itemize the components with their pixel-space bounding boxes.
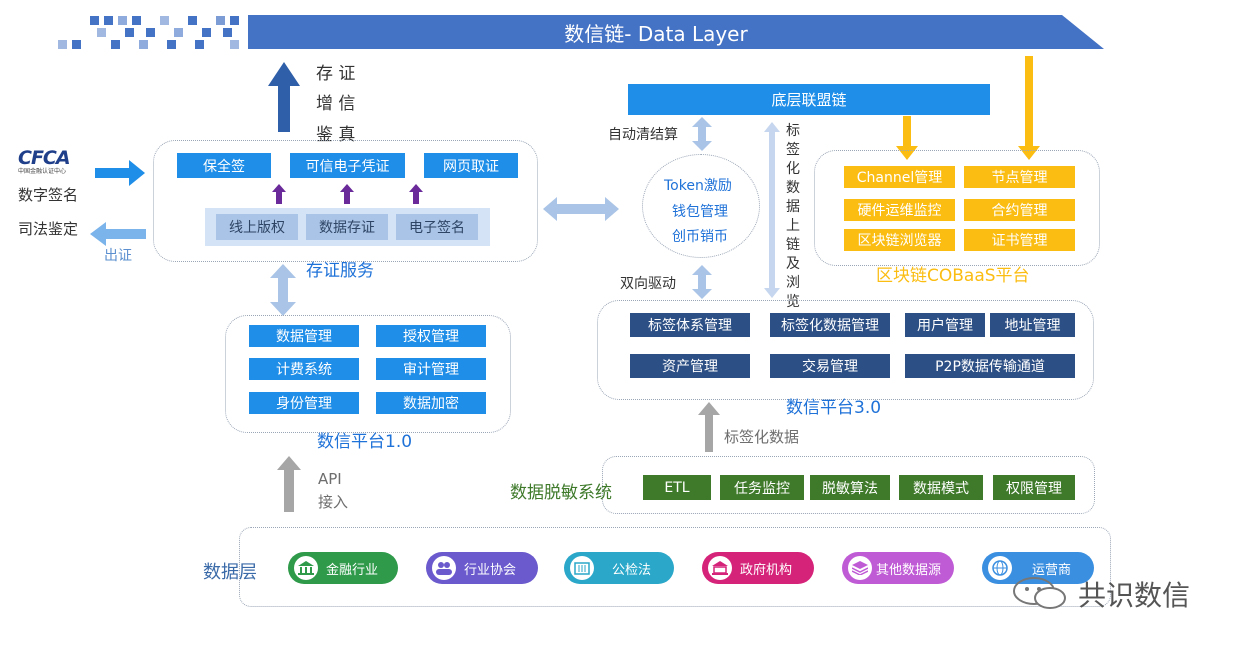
vertical-double-arrow-icon	[692, 117, 712, 151]
cobaas-item-contract: 合约管理	[964, 199, 1075, 221]
down-arrow-icon	[1018, 56, 1040, 160]
cunzheng-item-web-evidence: 网页取证	[424, 153, 518, 178]
banner-title: 数信链- Data Layer	[564, 21, 748, 46]
label-cunzheng: 存 证	[316, 64, 356, 84]
up-arrow-icon	[277, 456, 301, 512]
right-arrow-icon	[95, 160, 145, 186]
cobaas-item-hardware: 硬件运维监控	[844, 199, 955, 221]
issue-label: 出证	[104, 248, 132, 264]
token-circle	[642, 154, 760, 258]
desens-item-data-mode: 数据模式	[899, 475, 983, 500]
horizontal-double-arrow-icon	[543, 197, 619, 221]
platform3-item-asset: 资产管理	[630, 354, 750, 378]
cunzheng-item-data-evidence: 数据存证	[306, 214, 388, 240]
up-arrow-icon	[409, 184, 423, 204]
desens-item-permission: 权限管理	[993, 475, 1075, 500]
cunzheng-item-trusted-voucher: 可信电子凭证	[290, 153, 405, 178]
people-icon	[432, 556, 456, 580]
source-government: 政府机构	[702, 552, 814, 584]
source-label: 其他数据源	[876, 562, 942, 578]
source-label: 运营商	[1032, 562, 1072, 578]
up-arrow-icon	[698, 402, 720, 452]
source-label: 行业协会	[464, 562, 517, 578]
cunzheng-item-baoquanqian: 保全签	[177, 153, 271, 178]
platform3-item-trade: 交易管理	[770, 354, 890, 378]
desens-item-task-monitor: 任务监控	[720, 475, 804, 500]
cobaas-item-explorer: 区块链浏览器	[844, 229, 955, 251]
up-arrow-icon	[272, 184, 286, 204]
cunzheng-title: 存证服务	[306, 261, 374, 281]
cobaas-panel	[814, 150, 1100, 266]
layers-icon	[848, 556, 872, 580]
vertical-double-arrow-icon	[270, 264, 296, 316]
alliance-chain-bar: 底层联盟链	[628, 84, 990, 115]
tagged-data-label: 标签化数据	[724, 428, 800, 446]
source-label: 金融行业	[326, 562, 379, 578]
cunzheng-item-online-copyright: 线上版权	[216, 214, 298, 240]
watermark-text: 共识数信	[1078, 579, 1191, 612]
source-other: 其他数据源	[842, 552, 954, 584]
token-incentive-label: Token激励	[664, 178, 732, 194]
desensitization-title: 数据脱敏系统	[510, 483, 612, 503]
platform1-item-encryption: 数据加密	[376, 392, 486, 414]
data-layer-banner: 数信链- Data Layer	[248, 15, 1104, 49]
cobaas-title: 区块链COBaaS平台	[876, 266, 1030, 286]
platform3-item-p2p: P2P数据传输通道	[905, 354, 1075, 378]
platform3-panel	[597, 300, 1094, 400]
up-arrow-icon	[268, 62, 300, 132]
desens-item-etl: ETL	[643, 475, 711, 500]
platform1-panel	[225, 315, 511, 433]
platform3-item-address: 地址管理	[990, 313, 1075, 337]
wallet-mgmt-label: 钱包管理	[672, 204, 728, 220]
source-carrier: 运营商	[982, 552, 1094, 584]
government-icon	[708, 556, 732, 580]
platform1-title: 数信平台1.0	[317, 432, 413, 452]
desens-item-algorithm: 脱敏算法	[810, 475, 890, 500]
down-arrow-icon	[896, 116, 918, 160]
api-access-label: 接入	[318, 493, 349, 511]
cfca-logo: CFCA	[18, 147, 71, 169]
globe-icon	[988, 556, 1012, 580]
platform1-item-data-mgmt: 数据管理	[249, 325, 359, 347]
platform3-title: 数信平台3.0	[786, 398, 882, 418]
cunzheng-item-e-signature: 电子签名	[396, 214, 478, 240]
digital-signature-label: 数字签名	[18, 186, 79, 204]
two-way-drive-label: 双向驱动	[620, 276, 676, 292]
vertical-double-arrow-icon	[764, 122, 780, 298]
vertical-double-arrow-icon	[692, 265, 712, 299]
api-label: API	[318, 470, 342, 488]
platform1-item-identity: 身份管理	[249, 392, 359, 414]
platform3-item-user: 用户管理	[905, 313, 985, 337]
desensitization-panel	[602, 456, 1095, 514]
data-layer-title: 数据层	[203, 562, 257, 583]
platform3-item-tag-system: 标签体系管理	[630, 313, 750, 337]
cunzheng-service-panel	[153, 140, 538, 262]
cobaas-item-node: 节点管理	[964, 166, 1075, 188]
cobaas-item-certificate: 证书管理	[964, 229, 1075, 251]
left-arrow-icon	[90, 222, 146, 246]
cfca-logo-subtitle: 中国金融认证中心	[18, 168, 67, 175]
tagged-data-onchain-label: 标签化数据上链及浏览	[786, 123, 800, 310]
platform1-item-billing: 计费系统	[249, 358, 359, 380]
wechat-icon	[1013, 577, 1066, 609]
label-zengxin: 增 信	[316, 94, 356, 114]
platform3-item-tagged-data: 标签化数据管理	[770, 313, 890, 337]
platform1-item-auth-mgmt: 授权管理	[376, 325, 486, 347]
mint-burn-label: 创币销币	[672, 229, 728, 245]
source-label: 政府机构	[740, 562, 793, 578]
auto-settlement-label: 自动清结算	[608, 127, 678, 143]
bank-icon	[294, 556, 318, 580]
cobaas-item-channel: Channel管理	[844, 166, 955, 188]
source-finance: 金融行业	[288, 552, 398, 584]
source-association: 行业协会	[426, 552, 538, 584]
judicial-label: 司法鉴定	[18, 220, 79, 238]
source-label: 公检法	[612, 562, 652, 578]
platform1-item-audit: 审计管理	[376, 358, 486, 380]
data-layer-panel	[239, 527, 1111, 607]
up-arrow-icon	[340, 184, 354, 204]
source-judicial: 公检法	[564, 552, 674, 584]
court-icon	[570, 556, 594, 580]
